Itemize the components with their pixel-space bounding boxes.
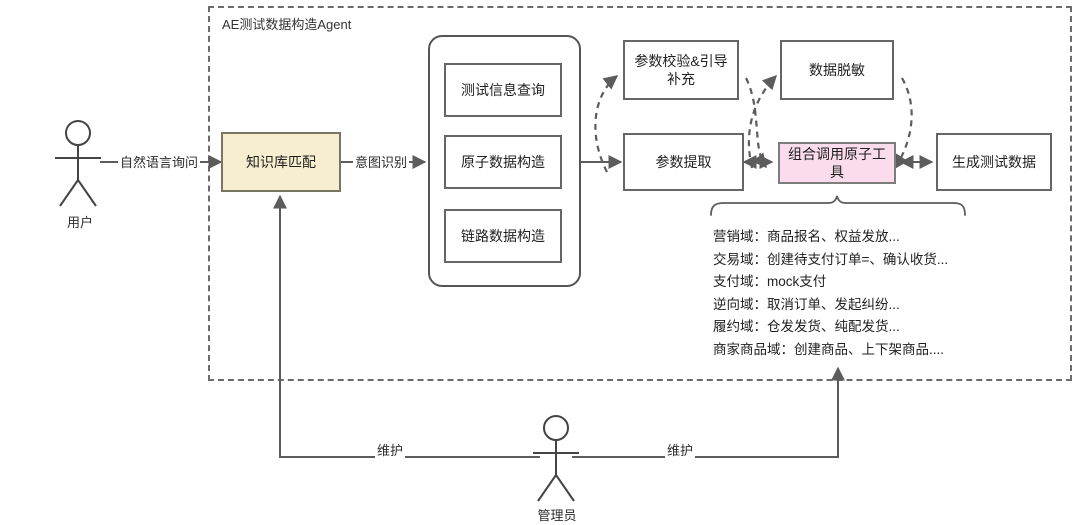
- node-param-validate[interactable]: 参数校验&引导补充: [623, 40, 739, 100]
- domain-line-marketing: 营销域：商品报名、权益发放...: [713, 229, 900, 244]
- node-generate-test-data[interactable]: 生成测试数据: [936, 133, 1052, 191]
- actor-user-figure: [55, 120, 101, 207]
- actor-label-user: 用户: [66, 215, 93, 230]
- node-param-extract[interactable]: 参数提取: [623, 133, 744, 191]
- actor-admin-figure: [533, 415, 579, 502]
- domain-line-merchant-product: 商家商品域：创建商品、上下架商品....: [713, 341, 945, 357]
- node-test-info-query[interactable]: 测试信息查询: [444, 63, 562, 117]
- node-kb-match[interactable]: 知识库匹配: [221, 132, 341, 192]
- domain-line-reverse: 逆向域：取消订单、发起纠纷...: [713, 296, 900, 312]
- node-data-mask[interactable]: 数据脱敏: [780, 40, 894, 100]
- edge-label-maintain-left: 维护: [375, 440, 406, 459]
- node-chain-data-build[interactable]: 链路数据构造: [444, 209, 562, 263]
- node-compose-atomic-tools[interactable]: 组合调用原子工具: [778, 142, 896, 184]
- domain-line-payment: 支付域：mock支付: [713, 274, 827, 289]
- edge-label-intent-recognition: 意图识别: [353, 152, 410, 171]
- atomic-tool-domain-list: 营销域：商品报名、权益发放... 交易域：创建待支付订单=、确认收货... 支付…: [713, 226, 948, 361]
- domain-line-fulfillment: 履约域：仓发发货、纯配发货...: [713, 319, 900, 334]
- agent-title: AE测试数据构造Agent: [222, 17, 352, 32]
- actor-label-admin: 管理员: [537, 508, 577, 523]
- domain-line-trade: 交易域：创建待支付订单=、确认收货...: [713, 251, 949, 267]
- node-atomic-data-build[interactable]: 原子数据构造: [444, 135, 562, 189]
- edge-admin-maintain-right: [572, 366, 845, 458]
- edge-label-natural-language-query: 自然语言询问: [118, 152, 201, 171]
- edge-label-maintain-right: 维护: [665, 440, 696, 459]
